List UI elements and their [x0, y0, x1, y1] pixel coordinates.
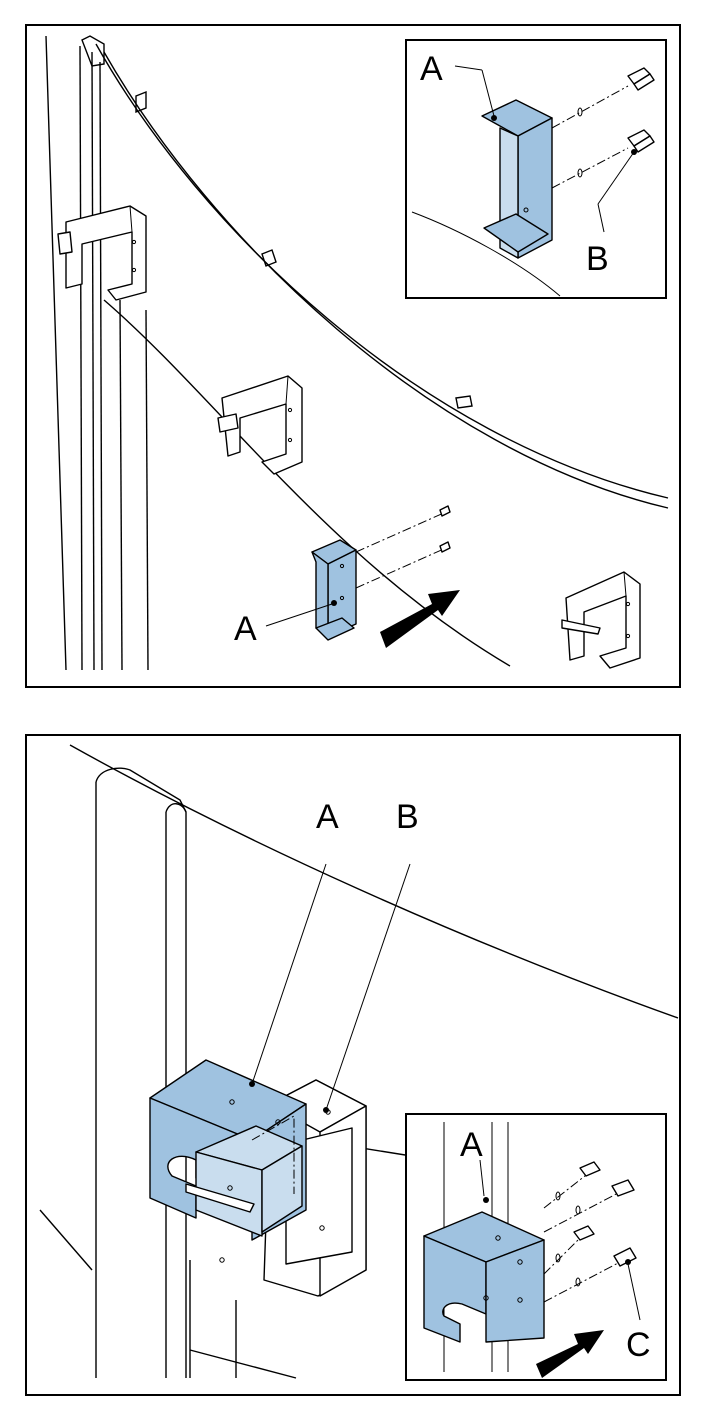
screw-icon [573, 1161, 637, 1267]
label-a-main: A [234, 610, 257, 648]
label-a-main-bottom: A [316, 798, 339, 836]
bottom-inset: A C [405, 1113, 667, 1381]
label-a-inset-bottom: A [460, 1126, 483, 1164]
top-inset: A B [405, 39, 667, 299]
bracket-middle [217, 375, 303, 475]
curved-rail [95, 43, 669, 667]
callout-dot-a [331, 600, 337, 606]
label-b-main-bottom: B [396, 798, 419, 836]
bracket-mounted [57, 205, 147, 301]
label-a-inset: A [420, 50, 443, 88]
bracket-a-main-bottom [149, 1059, 307, 1263]
arrow-right-icon [536, 1330, 604, 1378]
arrow-right-icon [380, 590, 460, 648]
top-panel: A A [25, 24, 681, 688]
curved-edge [69, 744, 679, 1019]
vertical-post [45, 35, 149, 671]
bracket-right [561, 571, 641, 669]
bottom-panel: A B [25, 734, 681, 1396]
label-b-inset: B [586, 240, 609, 278]
screw-icon [627, 67, 655, 153]
callout-line-a [265, 603, 333, 627]
bracket-a-main [311, 505, 451, 641]
label-c-inset-bottom: C [626, 1326, 651, 1364]
